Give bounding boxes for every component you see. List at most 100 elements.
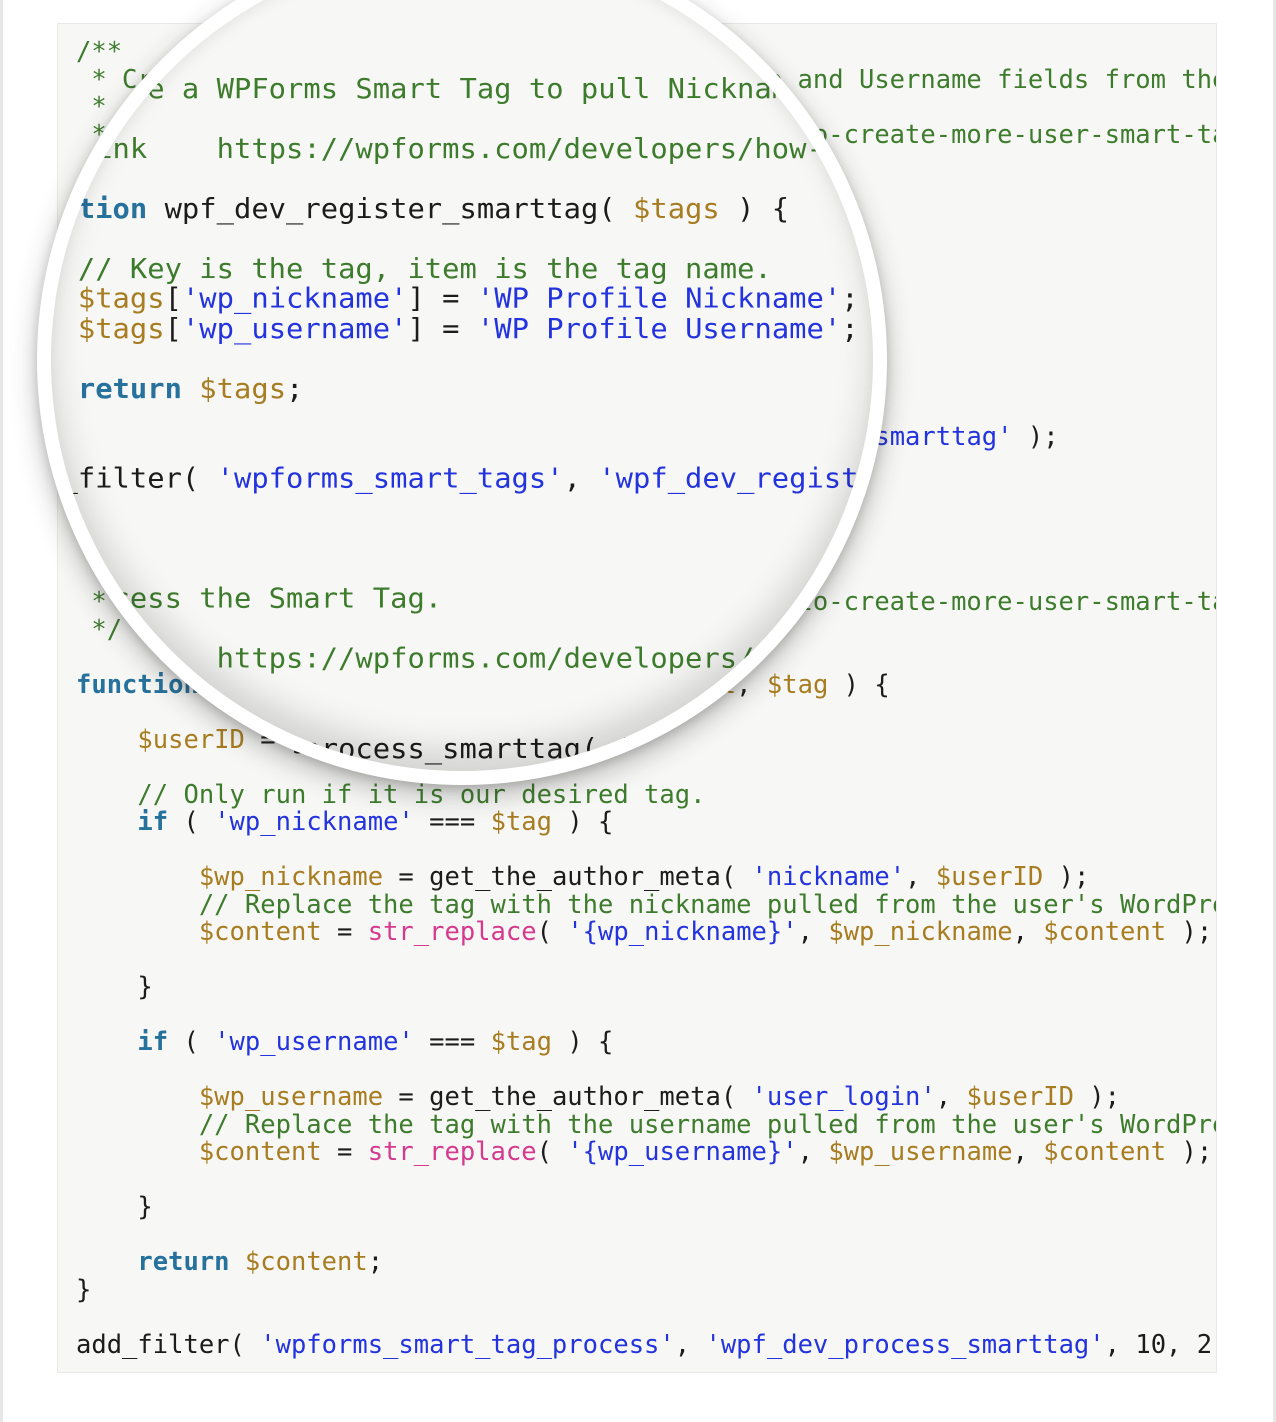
code-token: =: [321, 1137, 368, 1167]
code-token: */: [51, 673, 60, 706]
code-token: );: [1043, 862, 1090, 892]
code-token: $content: [615, 732, 755, 766]
code-token: 'WP Profile Nickname': [476, 282, 842, 316]
code-token: [76, 890, 199, 920]
code-token: ) {: [551, 807, 614, 837]
code-token: 'WP Profile Username': [476, 312, 842, 346]
code-token: }: [76, 1274, 92, 1305]
code-token: return: [77, 372, 182, 406]
code-token: // Replace the tag with the nickname pul…: [198, 889, 1216, 920]
code-token: if: [137, 807, 169, 837]
magnified-card: /** * Create a WPForms Smart Tag to pull…: [51, 28, 873, 771]
code-token: ] =: [407, 312, 477, 346]
code-token: $tag: [490, 807, 552, 837]
code-token: ,: [935, 1082, 967, 1112]
code-token: $wp_nickname: [198, 862, 384, 892]
code-token: if: [137, 1027, 169, 1057]
code-token: ,: [797, 917, 829, 947]
code-token: add_filter(: [76, 1329, 261, 1360]
code-line: }: [76, 1193, 1216, 1222]
code-line: function wpf_dev_register_smarttag( $tag…: [51, 192, 873, 226]
code-token: add_filter(: [51, 462, 200, 496]
code-line: */: [51, 673, 873, 706]
code-line: [76, 1167, 1216, 1195]
code-token: $tag: [490, 1027, 552, 1057]
code-token: // Key is the tag, item is the tag name.: [77, 252, 772, 286]
code-token: /**: [51, 553, 60, 586]
code-token: * @link https://wpforms.com/developers/h…: [60, 132, 873, 166]
code-token: ,: [563, 462, 599, 496]
code-token: $userID: [966, 1082, 1074, 1112]
code-token: [182, 373, 199, 406]
code-line: [76, 1002, 1216, 1030]
code-line: [76, 1222, 1216, 1250]
code-token: ) {: [551, 1027, 614, 1057]
code-token: str_replace: [367, 917, 537, 947]
code-token: $tags: [632, 192, 720, 226]
code-token: [51, 313, 78, 346]
code-token: $wp_username: [828, 1137, 1013, 1167]
code-token: 'wpforms_smart_tags': [216, 462, 564, 496]
code-token: [76, 1247, 137, 1277]
code-token: 'user_login': [751, 1082, 936, 1112]
code-token: $userID: [935, 862, 1044, 892]
code-line: // Replace the tag with the username pul…: [76, 1111, 1216, 1140]
code-token: wpf_dev_register_smarttag(: [147, 192, 633, 226]
code-token: * Process the Smart Tag.: [51, 582, 443, 616]
code-token: [76, 917, 199, 947]
code-line: $wp_nickname = get_the_author_meta( 'nic…: [76, 862, 1216, 892]
code-token: ) {: [859, 733, 873, 766]
code-token: ===: [413, 807, 491, 837]
code-token: $content: [244, 1247, 368, 1277]
code-line: }: [76, 973, 1216, 1002]
code-line: // Replace the tag with the nickname pul…: [76, 889, 1216, 920]
code-token: [76, 1082, 199, 1112]
code-line: add_filter( 'wpforms_smart_tag_process',…: [76, 1329, 1216, 1360]
code-token: ,: [754, 732, 790, 766]
code-token: $tag: [789, 732, 859, 766]
code-token: $content: [1043, 917, 1167, 947]
code-line: [51, 435, 873, 465]
code-line: /**: [51, 43, 873, 76]
code-line: return $tags;: [51, 372, 873, 406]
code-token: $wp_username: [198, 1082, 384, 1112]
code-token: ;: [841, 312, 859, 346]
code-token: ,: [905, 862, 936, 892]
code-token: ,: [797, 1137, 829, 1167]
code-token: $wp_nickname: [828, 917, 1013, 947]
code-token: '{wp_nickname}': [567, 917, 798, 947]
code-line: /**: [51, 553, 873, 586]
code-token: $content: [198, 1137, 322, 1167]
code-token: function: [51, 732, 148, 766]
magnifier-lens: /** * Create a WPForms Smart Tag to pull…: [37, 0, 887, 785]
code-token: 'wpf_dev_process_smarttag': [705, 1329, 1105, 1360]
code-line: if ( 'wp_nickname' === $tag ) {: [76, 807, 1216, 837]
code-line: *: [51, 615, 873, 645]
code-token: = get_the_author_meta(: [383, 1082, 752, 1112]
code-line: * @link https://wpforms.com/developers/h…: [51, 132, 873, 166]
code-token: ;: [367, 1247, 384, 1277]
code-line: * Create a WPForms Smart Tag to pull Nic…: [51, 74, 873, 105]
code-line: if ( 'wp_username' === $tag ) {: [76, 1027, 1216, 1057]
code-token: );: [1012, 422, 1059, 452]
magnified-code-block: /** * Create a WPForms Smart Tag to pull…: [51, 28, 873, 771]
code-line: // Only run if it is our desired tag.: [76, 781, 1216, 810]
code-token: [76, 1137, 199, 1167]
code-line: [51, 495, 873, 525]
code-line: add_filter( 'wpforms_smart_tags', 'wpf_d…: [51, 462, 873, 496]
code-token: [51, 283, 78, 316]
code-line: function wpf_dev_process_smarttag( $cont…: [51, 732, 873, 766]
code-token: (: [536, 917, 568, 947]
code-token: [51, 373, 78, 406]
code-token: $tags: [77, 312, 165, 346]
code-token: 'wp_nickname': [214, 807, 414, 837]
code-line: $tags['wp_nickname'] = 'WP Profile Nickn…: [51, 282, 873, 316]
code-token: [230, 1247, 245, 1277]
code-token: 'wp_nickname': [181, 282, 408, 316]
code-token: = get_the_author_meta(: [383, 862, 752, 892]
code-line: * Process the Smart Tag.: [51, 582, 873, 616]
code-token: /**: [51, 43, 60, 76]
code-line: }: [76, 1274, 1216, 1305]
code-token: , 10, 2 );: [1104, 1329, 1213, 1360]
